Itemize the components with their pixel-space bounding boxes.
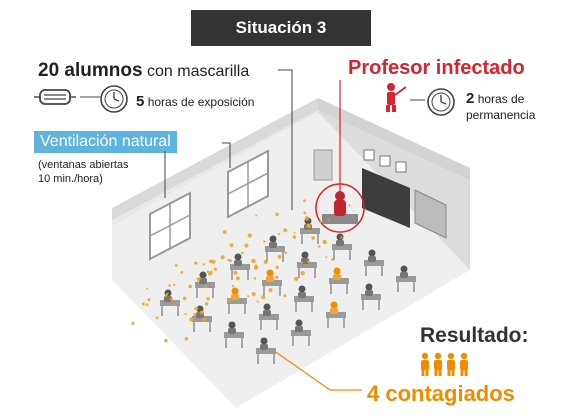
person-icon bbox=[421, 352, 429, 376]
student-desk bbox=[361, 283, 381, 310]
students-callout-line bbox=[278, 69, 293, 210]
student-desk bbox=[224, 321, 244, 348]
mask-label: con mascarilla bbox=[147, 63, 250, 80]
clock-icon bbox=[427, 88, 455, 116]
student-desk bbox=[160, 289, 180, 316]
ventilation-note-line1: (ventanas abiertas bbox=[38, 159, 129, 171]
person-icon bbox=[447, 352, 455, 376]
bookshelf bbox=[414, 189, 447, 239]
student-desk bbox=[326, 301, 346, 328]
ventilation-note-line2: 10 min./hora) bbox=[38, 173, 103, 185]
student-desk bbox=[294, 285, 314, 312]
student-desk bbox=[297, 251, 317, 278]
student-desk bbox=[230, 253, 250, 280]
exposure-hours: 5 bbox=[136, 93, 145, 110]
students-heading: 20 alumnos con mascarilla bbox=[38, 60, 249, 82]
window-left-1 bbox=[149, 191, 191, 261]
ventilation-callout-line-a bbox=[222, 142, 231, 168]
student-desk bbox=[332, 233, 352, 260]
teacher-icon bbox=[386, 83, 407, 112]
teacher-stay-line1: horas de bbox=[477, 92, 525, 106]
aerosol-particles bbox=[131, 199, 351, 343]
student-desk bbox=[396, 265, 416, 292]
person-icon bbox=[434, 352, 442, 376]
student-desk bbox=[364, 249, 384, 276]
clock-icon bbox=[100, 85, 128, 113]
student-desks bbox=[160, 217, 416, 364]
person-icon bbox=[460, 352, 468, 376]
students-count: 20 alumnos bbox=[38, 60, 143, 81]
teacher-hours: 2 bbox=[466, 90, 475, 107]
mask-icon bbox=[34, 89, 76, 105]
exposure-label: horas de exposición bbox=[147, 95, 255, 109]
teacher-highlight bbox=[315, 183, 365, 233]
title-banner: Situación 3 bbox=[191, 10, 371, 46]
student-desk bbox=[262, 269, 282, 296]
student-desk bbox=[291, 319, 311, 346]
student-desk bbox=[195, 271, 215, 298]
student-desk bbox=[329, 267, 349, 294]
student-desk bbox=[227, 287, 247, 314]
exposure-info: 5 horas de exposición bbox=[136, 93, 254, 110]
student-desk bbox=[259, 303, 279, 330]
teacher-stay-line2: permanencia bbox=[466, 108, 536, 122]
window-left-2 bbox=[227, 149, 269, 219]
ventilation-note: (ventanas abiertas 10 min./hora) bbox=[38, 158, 129, 186]
result-callout-line bbox=[269, 347, 362, 391]
infected-people-icons bbox=[421, 352, 468, 376]
cabinet bbox=[313, 149, 333, 181]
infected-count-text: 4 contagiados bbox=[367, 381, 515, 406]
result-label: Resultado: bbox=[420, 324, 529, 347]
teacher-title: Profesor infectado bbox=[348, 57, 525, 79]
blackboard bbox=[362, 168, 410, 228]
infected-teacher-figure bbox=[334, 200, 346, 216]
student-desk bbox=[256, 337, 276, 364]
teacher-stay-info: 2 horas de permanencia bbox=[466, 91, 535, 123]
ventilation-label: Ventilación natural bbox=[34, 131, 177, 153]
